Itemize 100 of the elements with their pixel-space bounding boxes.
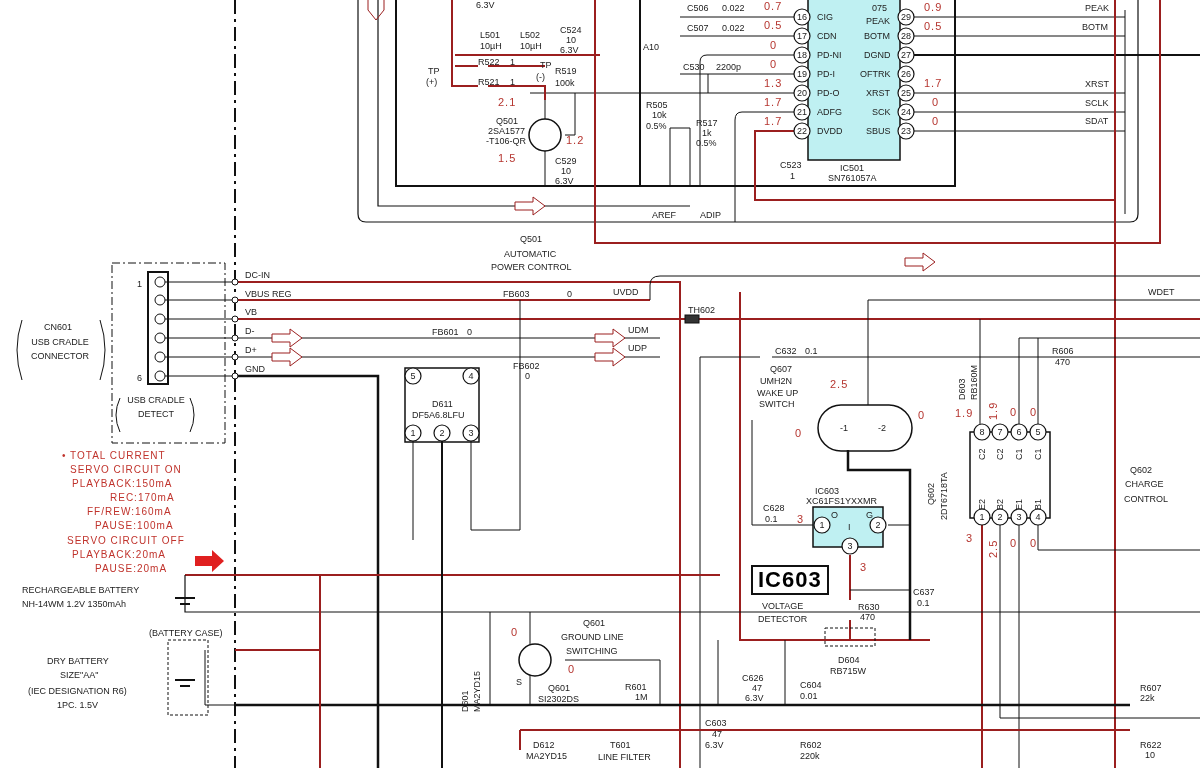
current-note: • TOTAL CURRENT [62, 450, 166, 461]
component-label: R602 [800, 740, 822, 750]
component-label: C530 [683, 62, 705, 72]
component-label: 6.3V [476, 0, 495, 10]
component-label: OFTRK [860, 69, 891, 79]
voltage-value: 1.7 [924, 78, 943, 89]
component-label: R622 [1140, 740, 1162, 750]
component-label: PD-O [817, 88, 840, 98]
voltage-value: 0.5 [924, 21, 943, 32]
component-label: CN601 [44, 322, 72, 332]
component-label: D611 [432, 399, 453, 409]
component-label: USB CRADLE CONNECTOR [30, 336, 90, 363]
pin-number: 1 [410, 428, 416, 438]
component-label: 0.01 [800, 691, 818, 701]
pin-number: 27 [901, 50, 911, 60]
component-label: 0.1 [917, 598, 930, 608]
component-label: 0 [567, 289, 572, 299]
component-label: C637 [913, 587, 935, 597]
pin-number: 17 [797, 31, 807, 41]
component-label: D603 [957, 378, 967, 400]
component-label: SDAT [1085, 116, 1109, 126]
component-label: SWITCHING [566, 646, 618, 656]
voltage-value: 0 [770, 59, 778, 70]
component-label: 0.1 [805, 346, 818, 356]
component-label: VBUS REG [245, 289, 292, 299]
pin-number: 23 [901, 126, 911, 136]
component-label: 10 [566, 35, 576, 45]
component-label: FB602 [513, 361, 540, 371]
component-label: CHARGE [1125, 479, 1164, 489]
pin-number: 4 [468, 371, 474, 381]
component-label: C529 [555, 156, 577, 166]
component-label: AREF [652, 210, 676, 220]
component-label: FB603 [503, 289, 530, 299]
component-label: 2DT6718TA [939, 472, 949, 520]
component-label: (+) [426, 77, 438, 87]
voltage-value: 0 [568, 664, 576, 675]
pin-number: 1 [979, 512, 985, 522]
component-label: Q602 [926, 482, 936, 505]
component-label: 0.022 [722, 23, 745, 33]
component-label: I [848, 522, 851, 532]
component-label: 1 [790, 171, 795, 181]
voltage-value: 0.5 [764, 20, 783, 31]
pin-number: 26 [901, 69, 911, 79]
component-label: (BATTERY CASE) [149, 628, 223, 638]
component-label: WAKE UP [757, 388, 799, 398]
component-label: 10k [652, 110, 667, 120]
component-label: 47 [712, 729, 722, 739]
component-label: C524 [560, 25, 582, 35]
component-label: 0 [525, 371, 530, 381]
component-label: A10 [643, 42, 659, 52]
voltage-value: 2.5 [830, 379, 849, 390]
component-label: SBUS [866, 126, 891, 136]
component-label: 6.3V [560, 45, 579, 55]
component-label: 6.3V [705, 740, 724, 750]
component-label: C604 [800, 680, 822, 690]
pin-number: 28 [901, 31, 911, 41]
component-label: ADFG [817, 107, 842, 117]
component-label: RB715W [830, 666, 866, 676]
component-label: AUTOMATIC [504, 249, 557, 259]
pin-number: 1 [819, 520, 825, 530]
voltage-value: 0 [1010, 538, 1018, 549]
component-label: IC603 [815, 486, 840, 496]
voltage-value: 0 [795, 428, 803, 439]
component-label: R607 [1140, 683, 1162, 693]
current-note: FF/REW:160mA [87, 506, 172, 517]
component-label: (IEC DESIGNATION R6) [28, 686, 127, 696]
component-label: RB160M [969, 365, 979, 400]
voltage-value: 2.1 [498, 97, 517, 108]
component-label: 1 [510, 57, 515, 67]
component-label: FB601 [432, 327, 459, 337]
voltage-value: 3 [797, 514, 805, 525]
voltage-value: 1.7 [764, 116, 783, 127]
component-label: CIG [817, 12, 833, 22]
current-note: SERVO CIRCUIT OFF [67, 535, 185, 546]
component-label: 1 [137, 279, 142, 289]
component-label: E2 [977, 499, 987, 510]
component-label: C507 [687, 23, 709, 33]
component-label: 2SA1577 [488, 126, 526, 136]
voltage-value: 3 [860, 562, 868, 573]
component-label: VB [245, 307, 257, 317]
component-label: SN761057A [828, 173, 877, 183]
component-label: R517 [696, 118, 718, 128]
voltage-value: 1.9 [955, 408, 974, 419]
component-label: PEAK [866, 16, 890, 26]
pin-number: 6 [1016, 427, 1022, 437]
voltage-value: 0.7 [764, 1, 783, 12]
component-label: D612 [533, 740, 555, 750]
component-label: TH602 [688, 305, 715, 315]
component-label: UMH2N [760, 376, 792, 386]
component-label: IC501 [840, 163, 865, 173]
component-label: D+ [245, 345, 257, 355]
component-label: C632 [775, 346, 797, 356]
pin-number: 25 [901, 88, 911, 98]
component-label: R630 [858, 602, 880, 612]
component-label: XC61FS1YXXMR [806, 496, 878, 506]
component-label: 100k [555, 78, 575, 88]
component-label: C523 [780, 160, 802, 170]
component-label: 10µH [480, 41, 502, 51]
voltage-value: 0 [918, 410, 926, 421]
component-label: GROUND LINE [561, 632, 624, 642]
